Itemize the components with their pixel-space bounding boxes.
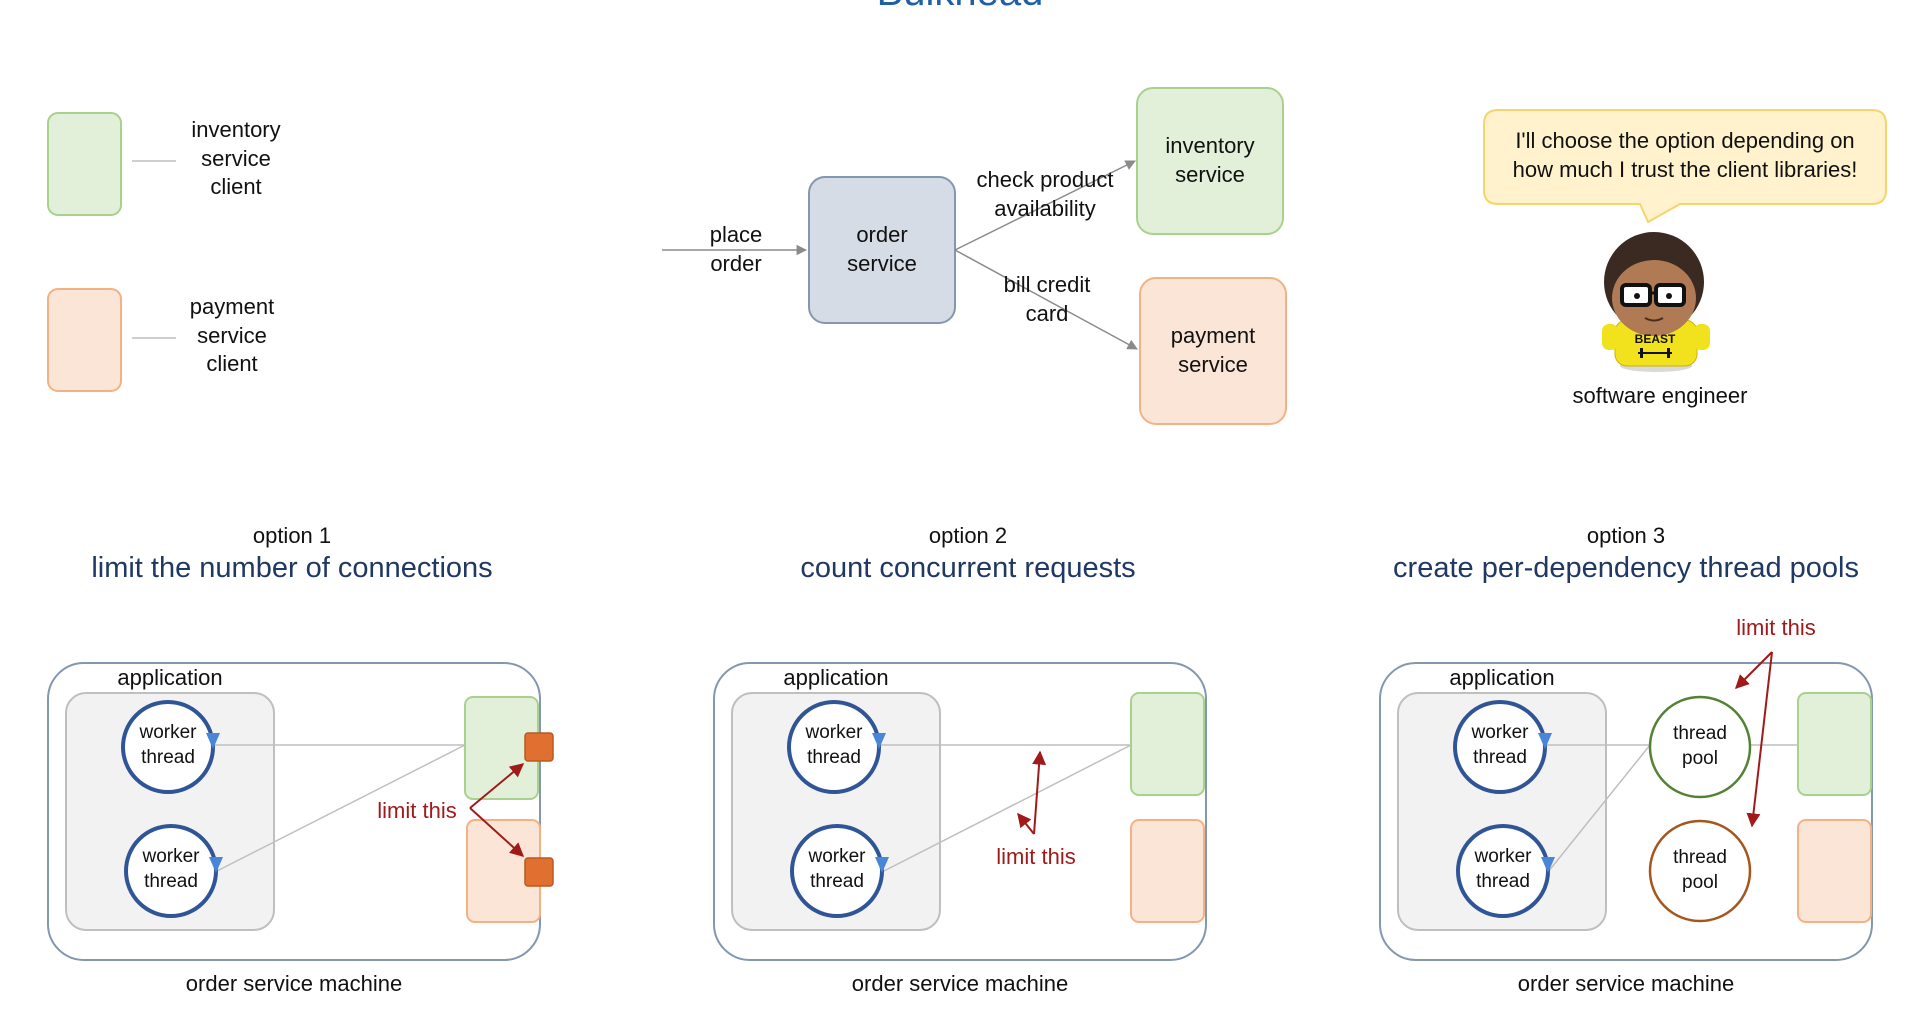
option-3-worker-top: worker thread: [1471, 722, 1529, 768]
limit-arrow-2b: [1017, 812, 1035, 835]
bill-credit-card-label: bill credit card: [1003, 272, 1091, 326]
option-3-machine: [1379, 662, 1873, 961]
shirt-text: BEAST: [1634, 332, 1676, 346]
option-3-heading: create per-dependency thread pools: [1393, 552, 1859, 584]
option-2-worker-bottom: worker thread: [808, 846, 866, 892]
limit-arrow-3b: [1746, 651, 1773, 828]
option-2-number: option 2: [928, 523, 1008, 548]
worker-thread-cycle-arrows: [206, 733, 1555, 873]
option-3-number: option 3: [1586, 523, 1666, 548]
slide-title: Bulkhead: [860, 0, 1060, 18]
limit-arrow-1a: [469, 763, 525, 809]
software-engineer-avatar: [1602, 232, 1710, 372]
option-1-app-label: application: [117, 665, 223, 690]
speech-bubble-text: I'll choose the option depending on how …: [1512, 128, 1858, 182]
option-1-number: option 1: [252, 523, 332, 548]
option-1-worker-bottom: worker thread: [142, 846, 200, 892]
option-2-heading: count concurrent requests: [800, 552, 1136, 584]
option-3-app-label: application: [1449, 665, 1555, 690]
limit-arrow-1b: [469, 807, 525, 857]
engineer-caption: software engineer: [1572, 383, 1748, 408]
payment-service-label: payment service: [1170, 323, 1256, 377]
check-availability-label: check product availability: [976, 167, 1114, 221]
option-3-limit-label: limit this: [1736, 615, 1816, 640]
option-3-pool-top: thread pool: [1673, 723, 1727, 769]
option-3-worker-bottom: worker thread: [1474, 846, 1532, 892]
option-2-app-label: application: [783, 665, 889, 690]
payment-service-box: [1139, 277, 1287, 425]
option-1-machine-label: order service machine: [185, 971, 403, 996]
inventory-service-box: [1136, 87, 1284, 235]
legend-inventory-label: inventory service client: [191, 117, 281, 200]
legend-inventory-swatch: [47, 112, 122, 216]
speech-bubble: [1483, 109, 1887, 224]
option-3-machine-label: order service machine: [1517, 971, 1735, 996]
legend-payment-swatch: [47, 288, 122, 392]
place-order-label: place order: [709, 222, 763, 276]
option-3-pool-bottom: thread pool: [1673, 847, 1727, 893]
option-2-machine: [713, 662, 1207, 961]
connection-limiter-inventory: [524, 732, 554, 762]
option-1-worker-top: worker thread: [139, 722, 197, 768]
inventory-service-label: inventory service: [1165, 133, 1255, 187]
option-1-heading: limit the number of connections: [91, 552, 493, 584]
thread-pool-payment: [1648, 819, 1752, 923]
thread-pool-inventory: [1648, 695, 1752, 799]
option-2-machine-label: order service machine: [851, 971, 1069, 996]
bill-card-arrow: [954, 249, 1138, 350]
option-2-limit-label: limit this: [996, 844, 1076, 869]
legend-payment-label: payment service client: [189, 294, 275, 377]
order-service-label: order service: [847, 222, 917, 276]
option-2-worker-top: worker thread: [805, 722, 863, 768]
connection-limiter-payment: [524, 857, 554, 887]
limit-arrow-2a: [1032, 750, 1047, 835]
option-1-limit-label: limit this: [377, 798, 457, 823]
check-availability-arrow: [954, 160, 1136, 251]
worker-threads: [121, 700, 1550, 918]
limit-arrow-3a: [1735, 651, 1773, 689]
